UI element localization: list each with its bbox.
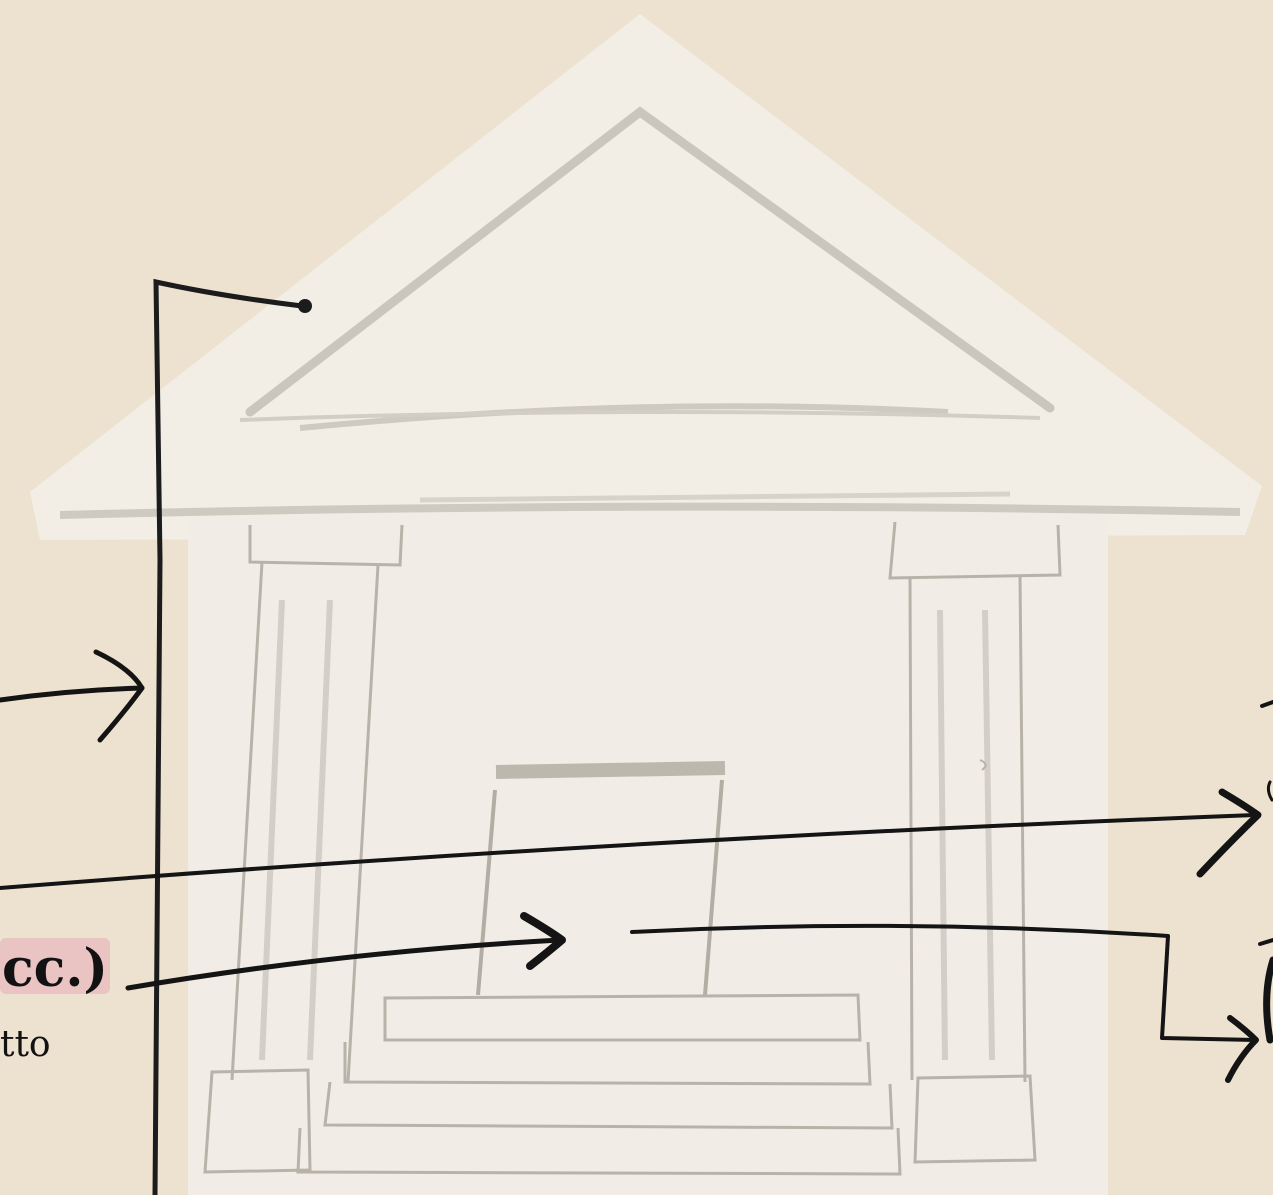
label-highlighted-text: cc.): [2, 938, 108, 999]
arrow-left-top: [0, 652, 142, 740]
right-edge-fragments: [1260, 702, 1273, 1040]
label-small-text: tto: [0, 1024, 51, 1065]
temple-roof: [30, 14, 1262, 540]
leader-dot: [298, 299, 312, 313]
left-label-group: cc.) tto: [0, 938, 110, 1065]
temple-building: [30, 14, 1262, 1195]
temple-wall: [188, 510, 1108, 1195]
